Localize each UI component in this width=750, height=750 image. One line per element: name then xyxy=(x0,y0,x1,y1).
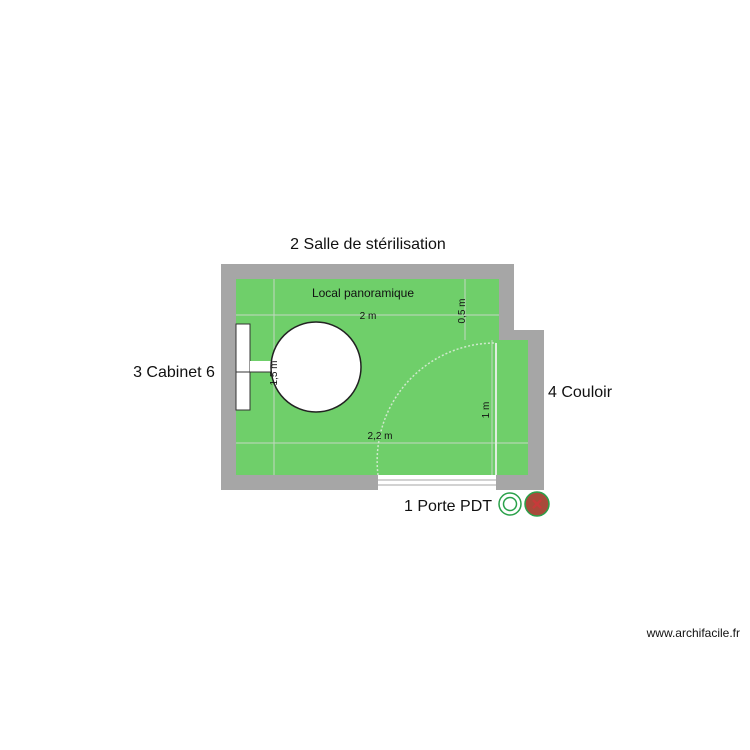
green-ring-icon xyxy=(498,492,522,516)
label-neighbor-left: 3 Cabinet 6 xyxy=(133,364,215,381)
fixture-arm xyxy=(250,361,274,372)
red-target-icon xyxy=(524,491,550,517)
door-opening xyxy=(378,475,496,490)
room-name-label: Local panoramique xyxy=(312,286,414,300)
wall-fixture xyxy=(235,323,274,411)
marker-icons xyxy=(498,491,550,517)
label-neighbor-top: 2 Salle de stérilisation xyxy=(290,236,446,253)
door-swing-arc xyxy=(376,342,497,476)
watermark-text: www.archifacile.fr xyxy=(646,626,740,640)
dim-label-0-5m: 0,5 m xyxy=(457,298,468,323)
door-threshold xyxy=(378,475,496,490)
fixture-panel xyxy=(235,323,251,411)
label-neighbor-bottom: 1 Porte PDT xyxy=(404,498,492,515)
dim-label-2-2m: 2,2 m xyxy=(367,431,392,442)
dim-label-1-5m: 1,5 m xyxy=(269,360,280,385)
panoramic-circle xyxy=(270,321,362,413)
dim-label-1m: 1 m xyxy=(481,402,492,419)
label-neighbor-right: 4 Couloir xyxy=(548,384,613,401)
dim-label-2m: 2 m xyxy=(360,311,377,322)
